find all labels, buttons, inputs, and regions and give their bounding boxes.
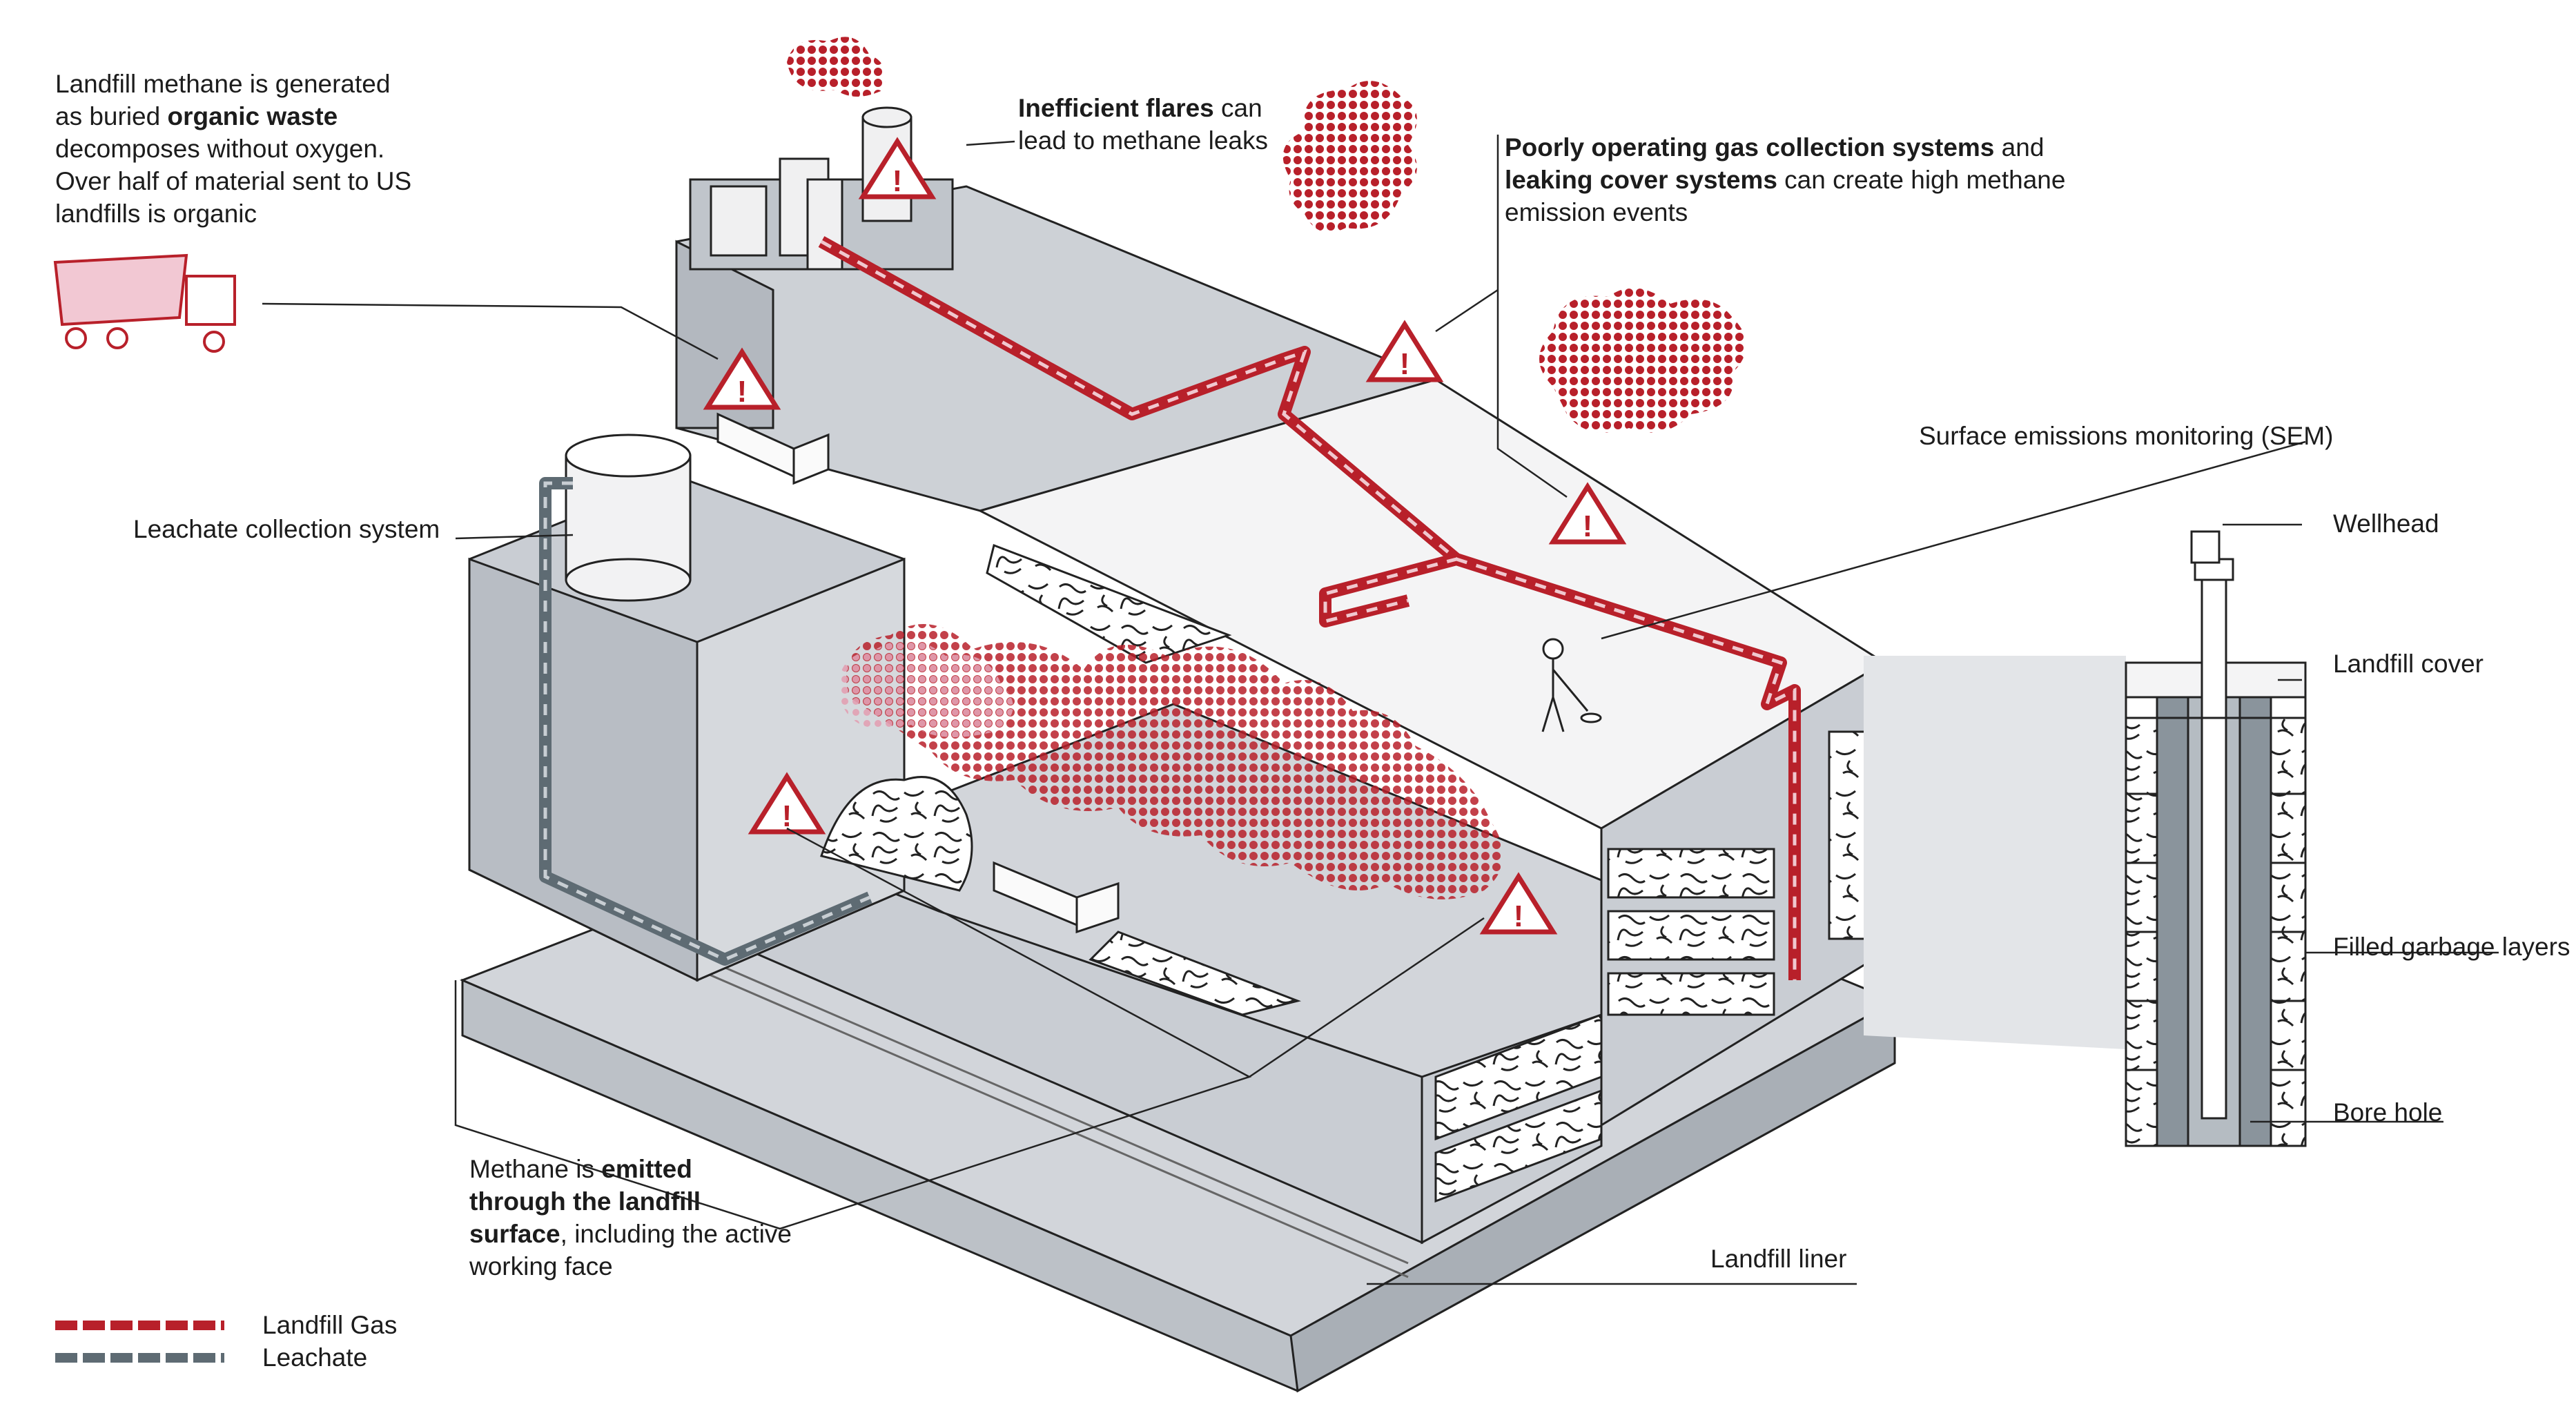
callout-organic-line2: as buried organic waste [55, 100, 456, 133]
callout-organic-line2-pre: as buried [55, 102, 168, 130]
callout-surface-bold2: through the landfill [469, 1187, 701, 1216]
truck-upper-icon [716, 412, 830, 485]
worker-icon [1541, 638, 1602, 732]
callout-organic-line1: Landfill methane is generated [55, 70, 391, 98]
callout-organic-line5: landfills is organic [55, 199, 257, 228]
landfill-cell [977, 378, 1886, 1245]
svg-text:!: ! [782, 799, 792, 833]
callout-flares-line1: Inefficient flares can [1018, 92, 1268, 124]
callout-collection-rest2: can create high methane [1777, 166, 2066, 194]
callout-surface-line3: surface, including the active [469, 1218, 792, 1250]
leachate-pipe [539, 477, 872, 966]
warning-icon-flare: ! [858, 137, 937, 199]
methane-plume-cover [1539, 288, 1746, 433]
callout-organic-line2-bold: organic waste [167, 102, 338, 130]
methane-plume-pink [839, 640, 1013, 737]
methane-plume-working-face [846, 624, 1503, 899]
callout-surface-pre: Methane is [469, 1155, 602, 1183]
callout-flares-bold: Inefficient flares [1018, 94, 1214, 122]
callout-surface: Methane is emitted through the landfill … [469, 1153, 792, 1283]
callout-organic-line3: decomposes without oxygen. [55, 135, 385, 163]
callout-collection-bold1: Poorly operating gas collection systems [1505, 133, 1995, 162]
callout-flares-rest: can [1213, 94, 1262, 122]
leader-lines [262, 135, 2499, 1285]
truck-lower-icon [993, 861, 1120, 934]
warning-icon-cover: ! [1548, 482, 1627, 545]
label-leachate-collection: Leachate collection system [133, 515, 440, 543]
svg-text:!: ! [1400, 347, 1410, 381]
callout-collection: Poorly operating gas collection systems … [1505, 131, 2065, 228]
label-bore-hole: Bore hole [2333, 1098, 2443, 1127]
callout-surface-line4: working face [469, 1252, 613, 1280]
svg-text:!: ! [1514, 899, 1524, 933]
methane-plume-well [1282, 81, 1417, 233]
methane-plume-flare [787, 37, 886, 97]
callout-flares-line2: lead to methane leaks [1018, 126, 1269, 155]
label-sem: Surface emissions monitoring (SEM) [1919, 422, 2334, 450]
callout-collection-line2: leaking cover systems can create high me… [1505, 164, 2065, 196]
callout-organic-waste: Landfill methane is generated as buried … [55, 68, 456, 230]
label-wellhead: Wellhead [2333, 509, 2439, 538]
callout-collection-bold2: leaking cover systems [1505, 166, 1777, 194]
legend-gas-label: Landfill Gas [262, 1311, 398, 1339]
gas-pipe [818, 236, 1801, 980]
label-landfill-cover: Landfill cover [2333, 650, 2484, 678]
svg-text:!: ! [1583, 509, 1593, 543]
svg-text:!: ! [737, 375, 748, 409]
warning-icon-face: ! [748, 772, 826, 835]
callout-organic-line4: Over half of material sent to US [55, 167, 412, 195]
working-face-pile [820, 776, 973, 892]
truck-icon [53, 253, 236, 353]
callout-collection-line1: Poorly operating gas collection systems … [1505, 131, 2065, 164]
callout-collection-line3: emission events [1505, 198, 1688, 226]
left-block [468, 475, 906, 982]
callout-surface-bold1: emitted [601, 1155, 692, 1183]
callout-surface-rest3: , including the active [560, 1220, 792, 1248]
warning-icon-surface: ! [1479, 872, 1558, 935]
label-garbage-layers: Filled garbage layers [2333, 933, 2570, 961]
callout-surface-line1: Methane is emitted [469, 1153, 792, 1185]
callout-flares: Inefficient flares can lead to methane l… [1018, 92, 1268, 157]
svg-text:!: ! [892, 164, 903, 198]
leachate-tank [565, 434, 692, 602]
callout-surface-line2: through the landfill [469, 1185, 792, 1218]
callout-collection-rest1: and [1994, 133, 2045, 162]
legend-leachate-label: Leachate [262, 1343, 368, 1372]
borehole-section [1864, 530, 2307, 1147]
label-landfill-liner: Landfill liner [1710, 1245, 1847, 1273]
warning-icon-well: ! [1365, 320, 1444, 382]
warning-icon-plant: ! [703, 347, 781, 410]
callout-surface-bold3: surface [469, 1220, 560, 1248]
